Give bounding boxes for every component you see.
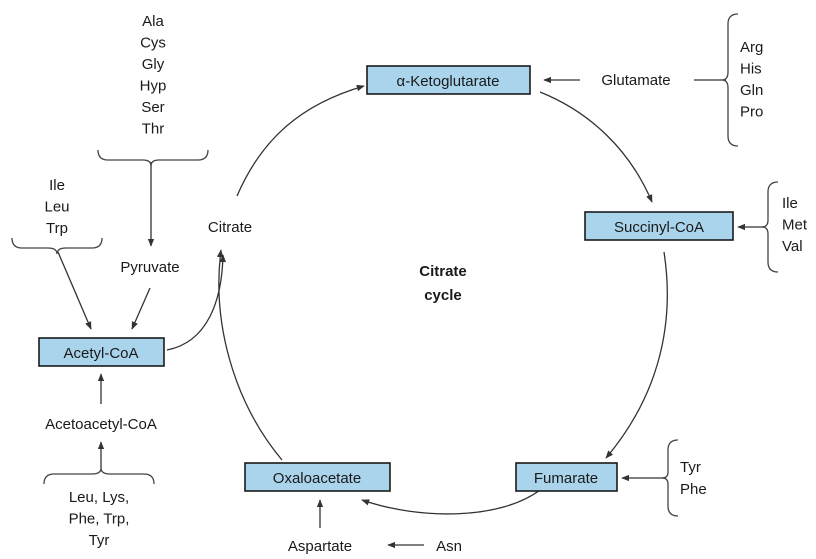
box-succinyl-coa: Succinyl-CoA <box>584 211 734 241</box>
amino-acid-acetoacetyl-0: Leu, Lys, <box>69 489 129 506</box>
amino-acid-pyruvate-0: Ala <box>142 13 164 30</box>
amino-acid-succinyl-2: Val <box>782 238 803 255</box>
amino-acid-acetyl-2: Trp <box>46 220 68 237</box>
label-glutamate: Glutamate <box>601 72 670 89</box>
group-acetoacetyl-amino-acids: Leu, Lys, Phe, Trp, Tyr <box>69 489 130 549</box>
label-acetyl-coa: Acetyl-CoA <box>63 345 138 362</box>
amino-acid-pyruvate-5: Thr <box>142 121 165 138</box>
amino-acid-fumarate-1: Phe <box>680 481 707 498</box>
arrow-akg-to-succinyl <box>539 91 653 203</box>
amino-acid-succinyl-0: Ile <box>782 195 798 212</box>
amino-acid-acetyl-1: Leu <box>44 199 69 216</box>
cycle-center-label: Citrate cycle <box>419 263 467 304</box>
amino-acid-glutamate-3: Pro <box>740 104 763 121</box>
arrow-fumarate-to-oxaloacetate <box>361 489 541 515</box>
cycle-name-line-0: Citrate <box>419 263 467 280</box>
label-pyruvate: Pyruvate <box>120 259 179 276</box>
arrow-citrate-to-akg <box>236 84 365 197</box>
amino-acid-acetoacetyl-1: Phe, Trp, <box>69 511 130 528</box>
label-fumarate: Fumarate <box>534 470 598 487</box>
amino-acid-pyruvate-4: Ser <box>141 99 164 116</box>
amino-acid-glutamate-2: Gln <box>740 82 763 99</box>
arrow-pyruvate-to-acetylcoa <box>131 287 151 330</box>
brace-glutamate-group <box>721 13 739 147</box>
amino-acid-acetoacetyl-2: Tyr <box>89 532 110 549</box>
brace-acetoacetyl-group <box>43 467 155 485</box>
arrow-acetyl-group-to-acetylcoa <box>57 251 92 330</box>
box-alpha-ketoglutarate: α-Ketoglutarate <box>366 65 531 95</box>
label-succinyl-coa: Succinyl-CoA <box>614 219 704 236</box>
amino-acid-glutamate-1: His <box>740 61 762 78</box>
cycle-name-line-1: cycle <box>424 287 462 304</box>
arrow-succinyl-to-fumarate <box>605 251 668 459</box>
box-fumarate: Fumarate <box>515 462 618 492</box>
brace-acetyl-group <box>11 237 103 255</box>
label-asn: Asn <box>436 538 462 555</box>
amino-acid-acetyl-0: Ile <box>49 177 65 194</box>
amino-acid-succinyl-1: Met <box>782 217 808 234</box>
amino-acid-pyruvate-2: Gly <box>142 56 165 73</box>
amino-acid-glutamate-0: Arg <box>740 39 763 56</box>
svg-text:Leu, Lys,Phe, Trp,Tyr: Leu, Lys, Phe, Trp, Tyr <box>69 489 130 549</box>
box-oxaloacetate: Oxaloacetate <box>244 462 391 492</box>
brace-pyruvate-group <box>97 149 209 167</box>
arrow-acetylcoa-to-citrate <box>166 254 227 351</box>
label-oxaloacetate: Oxaloacetate <box>273 470 361 487</box>
box-acetyl-coa: Acetyl-CoA <box>38 337 165 367</box>
label-alpha-ketoglutarate: α-Ketoglutarate <box>397 73 500 90</box>
label-aspartate: Aspartate <box>288 538 352 555</box>
brace-succinyl-group <box>761 181 779 273</box>
amino-acid-pyruvate-3: Hyp <box>140 78 167 95</box>
brace-fumarate-group <box>661 439 679 517</box>
label-citrate: Citrate <box>208 219 252 236</box>
label-acetoacetyl-coa: Acetoacetyl-CoA <box>45 416 157 433</box>
amino-acid-fumarate-0: Tyr <box>680 459 701 476</box>
amino-acid-pyruvate-1: Cys <box>140 35 166 52</box>
arrow-oxaloacetate-to-citrate <box>216 249 283 461</box>
